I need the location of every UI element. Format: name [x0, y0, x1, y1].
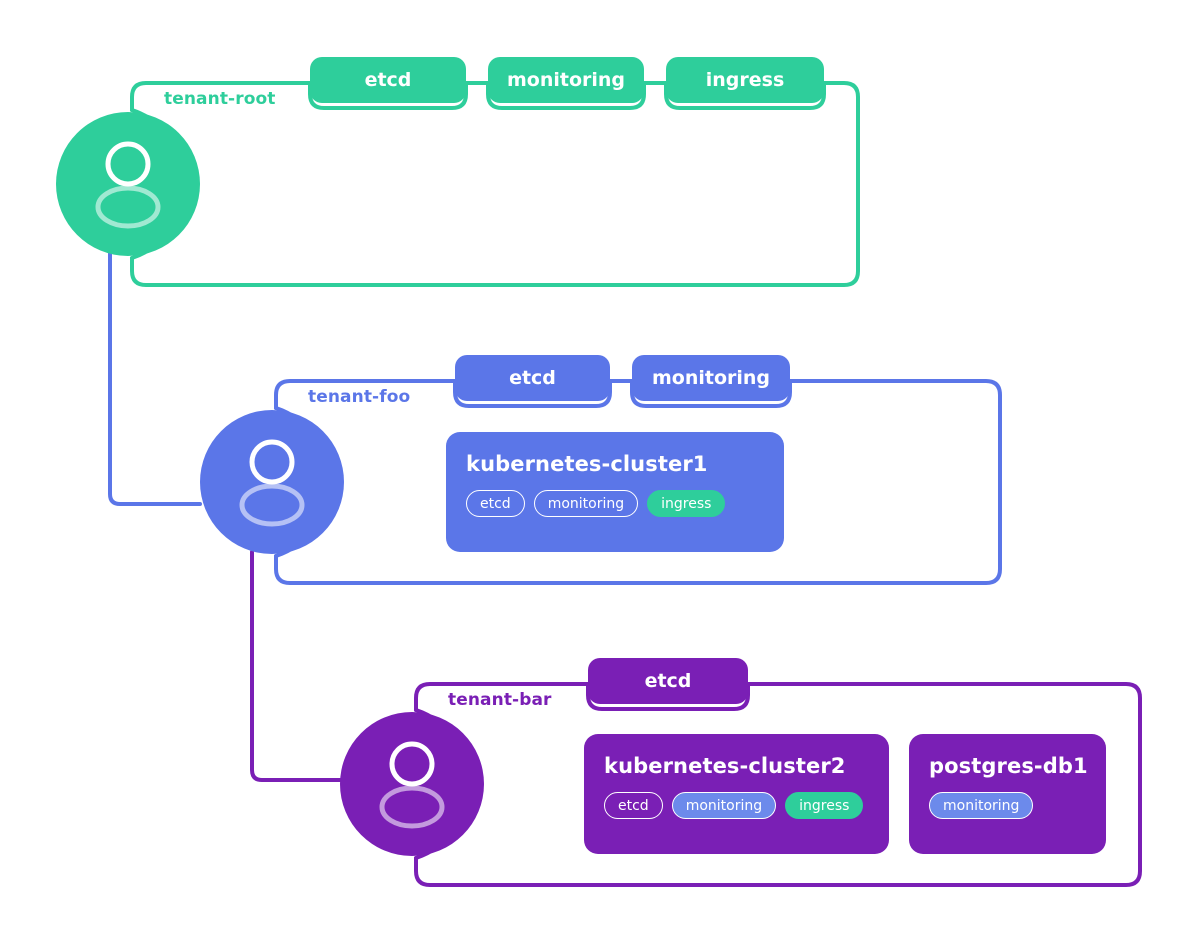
resource-tag-monitoring[interactable]: monitoring	[533, 490, 639, 517]
tenant-root-pill-skirt-etcd	[308, 83, 468, 110]
service-pill-label: monitoring	[506, 69, 626, 91]
service-pill-label: etcd	[644, 670, 692, 692]
resource-card-kubernetes-cluster2[interactable]: kubernetes-cluster2 etcd monitoring ingr…	[584, 734, 889, 854]
resource-tag-ingress[interactable]: ingress	[785, 792, 864, 819]
tenant-foo-boundary	[274, 379, 457, 410]
resource-tag-etcd[interactable]: etcd	[604, 792, 663, 819]
tenant-root-service-ingress[interactable]: ingress	[666, 57, 824, 103]
tenant-foo-avatar[interactable]	[200, 410, 344, 554]
tenant-foo-pill-skirt-etcd	[453, 381, 612, 408]
resource-title: postgres-db1	[929, 754, 1088, 778]
resource-card-kubernetes-cluster1[interactable]: kubernetes-cluster1 etcd monitoring ingr…	[446, 432, 784, 552]
service-pill-label: etcd	[509, 367, 556, 389]
resource-tag-monitoring[interactable]: monitoring	[929, 792, 1034, 819]
resource-title: kubernetes-cluster1	[466, 452, 708, 476]
tenant-root-service-monitoring[interactable]: monitoring	[488, 57, 644, 103]
resource-tag-monitoring[interactable]: monitoring	[671, 792, 777, 819]
resource-tag-ingress[interactable]: ingress	[647, 490, 726, 517]
tenant-root-label: tenant-root	[164, 89, 276, 109]
service-pill-label: ingress	[705, 69, 785, 91]
tenant-bar-boundary-bottom	[414, 682, 1142, 887]
connector-root-to-foo	[108, 250, 202, 506]
service-pill-label: etcd	[364, 69, 412, 91]
tenant-root-pill-skirt-monitoring	[486, 83, 646, 110]
resource-tag-row: monitoring	[929, 792, 1086, 819]
resource-card-postgres-db1[interactable]: postgres-db1 monitoring	[909, 734, 1106, 854]
tenant-root-service-etcd[interactable]: etcd	[310, 57, 466, 103]
resource-tag-row: etcd monitoring ingress	[466, 490, 764, 517]
tenant-foo-boundary-bottom	[274, 379, 1002, 585]
tenant-bar-boundary	[414, 682, 590, 712]
tenant-foo-label: tenant-foo	[308, 387, 411, 407]
resource-title: kubernetes-cluster2	[604, 754, 846, 778]
resource-tag-row: etcd monitoring ingress	[604, 792, 869, 819]
tenant-bar-service-etcd[interactable]: etcd	[588, 658, 748, 704]
service-pill-label: monitoring	[651, 367, 771, 389]
tenant-bar-avatar[interactable]	[340, 712, 484, 856]
resource-tag-etcd[interactable]: etcd	[466, 490, 525, 517]
tenant-root-avatar[interactable]	[56, 112, 200, 256]
tenant-foo-service-monitoring[interactable]: monitoring	[632, 355, 790, 401]
tenant-root-boundary-underlay	[126, 77, 864, 291]
tenant-foo-service-etcd[interactable]: etcd	[455, 355, 610, 401]
connector-foo-to-bar	[250, 550, 342, 782]
tenant-bar-label: tenant-bar	[448, 690, 552, 710]
tenant-root-boundary-bottom	[130, 81, 860, 287]
tenant-bar-pill-skirt-etcd	[586, 684, 750, 711]
tenant-root-pill-skirt-ingress	[664, 83, 826, 110]
tenant-root-boundary	[130, 81, 312, 112]
tenant-foo-pill-skirt-monitoring	[630, 381, 792, 408]
